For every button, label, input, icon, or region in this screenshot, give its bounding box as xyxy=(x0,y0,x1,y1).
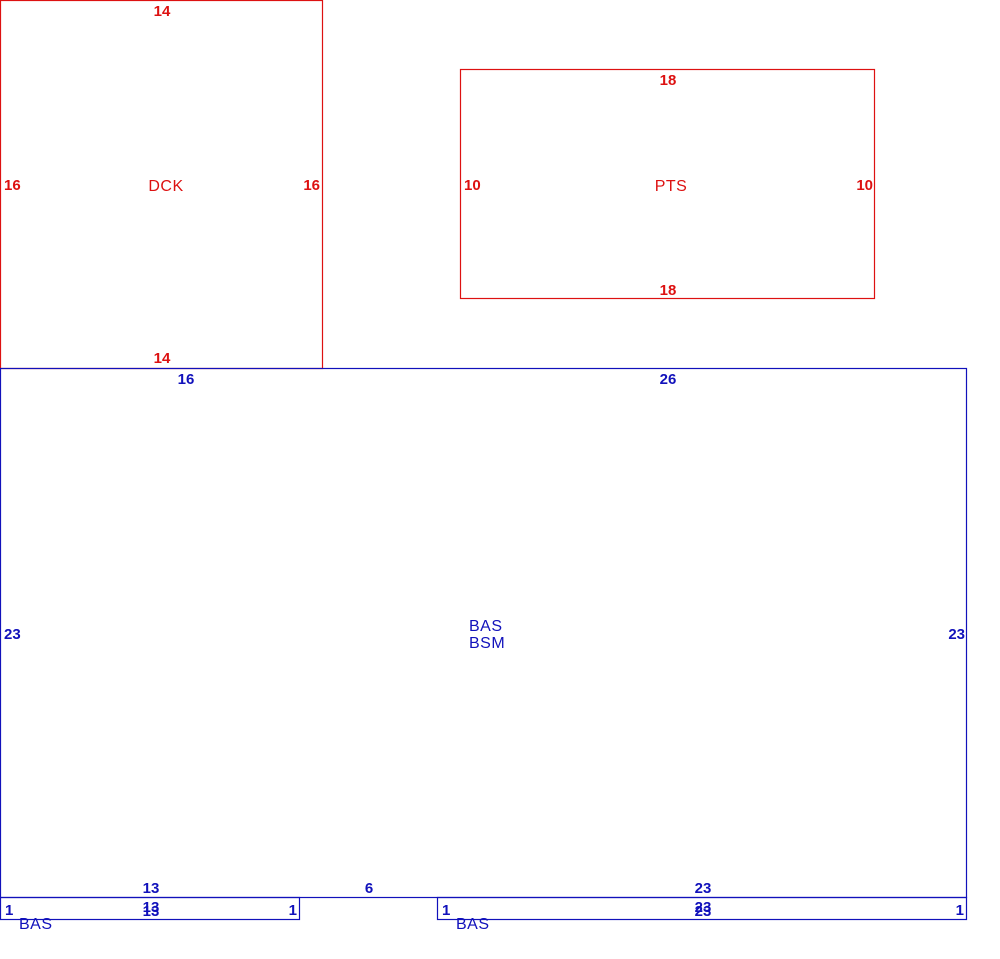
deck-dim-bottom: 14 xyxy=(154,350,171,367)
deck-dim-top: 14 xyxy=(154,3,171,20)
patio-dim-right: 10 xyxy=(856,177,873,194)
deck-area: 14 14 16 16 DCK xyxy=(0,0,324,370)
left-strip-dim-top: 13 xyxy=(143,899,160,916)
main-dim-left: 23 xyxy=(4,626,21,643)
main-area: 16 26 23 23 13 6 23 BAS BSM xyxy=(0,367,968,899)
right-strip-dim-bottom: 23 xyxy=(695,903,712,920)
main-label-bas: BAS xyxy=(469,618,503,635)
main-dim-top-right: 26 xyxy=(660,371,677,388)
left-strip-dim-bottom: 13 xyxy=(143,903,160,920)
patio-label: PTS xyxy=(655,178,688,195)
main-label-bsm: BSM xyxy=(469,635,505,652)
patio-dim-top: 18 xyxy=(660,72,677,89)
main-dim-bottom-left: 13 xyxy=(143,880,160,897)
right-strip-label: BAS xyxy=(456,916,490,933)
deck-dim-right: 16 xyxy=(303,177,320,194)
main-dim-bottom-right: 23 xyxy=(695,880,712,897)
left-strip-label: BAS xyxy=(19,916,53,933)
right-strip-dim-top: 23 xyxy=(695,899,712,916)
main-dim-right: 23 xyxy=(948,626,965,643)
patio-outline xyxy=(459,68,876,300)
patio-dim-left: 10 xyxy=(464,177,481,194)
main-dim-top-left: 16 xyxy=(178,371,195,388)
deck-label: DCK xyxy=(148,178,183,195)
deck-dim-left: 16 xyxy=(4,177,21,194)
left-strip-outline xyxy=(0,896,301,921)
left-strip-dim-left: 1 xyxy=(5,902,13,919)
patio-area: 18 18 10 10 PTS xyxy=(459,68,876,300)
left-strip-dim-right: 1 xyxy=(289,902,297,919)
left-strip-area: 13 13 1 1 BAS xyxy=(0,896,301,933)
right-strip-area: 23 23 1 1 BAS xyxy=(436,896,968,933)
right-strip-outline xyxy=(436,896,968,921)
main-dim-bottom-mid: 6 xyxy=(365,880,373,897)
patio-dim-bottom: 18 xyxy=(660,282,677,299)
right-strip-dim-right: 1 xyxy=(956,902,964,919)
right-strip-dim-left: 1 xyxy=(442,902,450,919)
